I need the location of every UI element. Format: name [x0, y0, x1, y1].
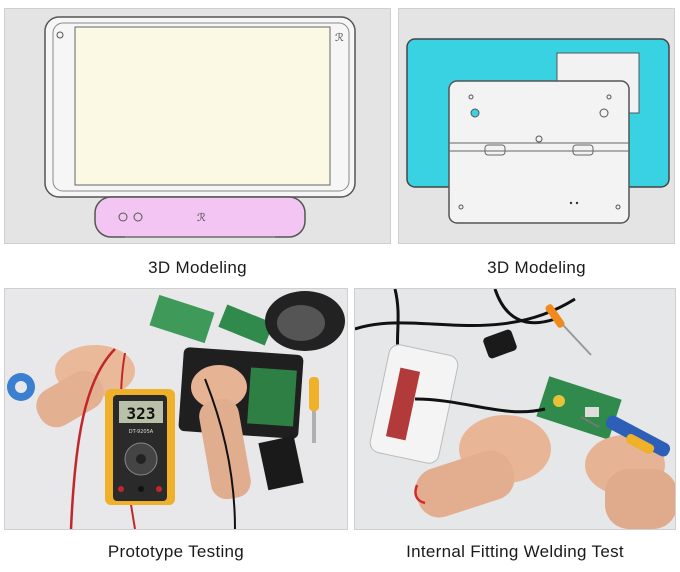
panel-welding-test	[354, 288, 676, 530]
svg-text:ℛ: ℛ	[335, 31, 344, 44]
photo-welding-test-image	[355, 289, 675, 529]
cad-tablet-front-image: ℛ ℛ	[5, 9, 390, 243]
caption-prototype-testing: Prototype Testing	[107, 542, 245, 561]
caption-welding-test: Internal Fitting Welding Test	[406, 542, 624, 561]
cad-tablet-rear-image	[399, 9, 674, 243]
multimeter-reading: 323	[127, 404, 156, 423]
panel-3d-rear	[398, 8, 675, 244]
multimeter-model: DT-9205A	[129, 429, 154, 435]
photo-prototype-testing-image: 323 DT-9205A	[5, 289, 347, 529]
caption-3d-modeling-2: 3D Modeling	[487, 258, 586, 277]
svg-text:ℛ: ℛ	[197, 211, 206, 224]
caption-3d-modeling-1: 3D Modeling	[148, 258, 247, 277]
panel-3d-front: ℛ ℛ	[4, 8, 391, 244]
panel-prototype-testing: 323 DT-9205A	[4, 288, 348, 530]
